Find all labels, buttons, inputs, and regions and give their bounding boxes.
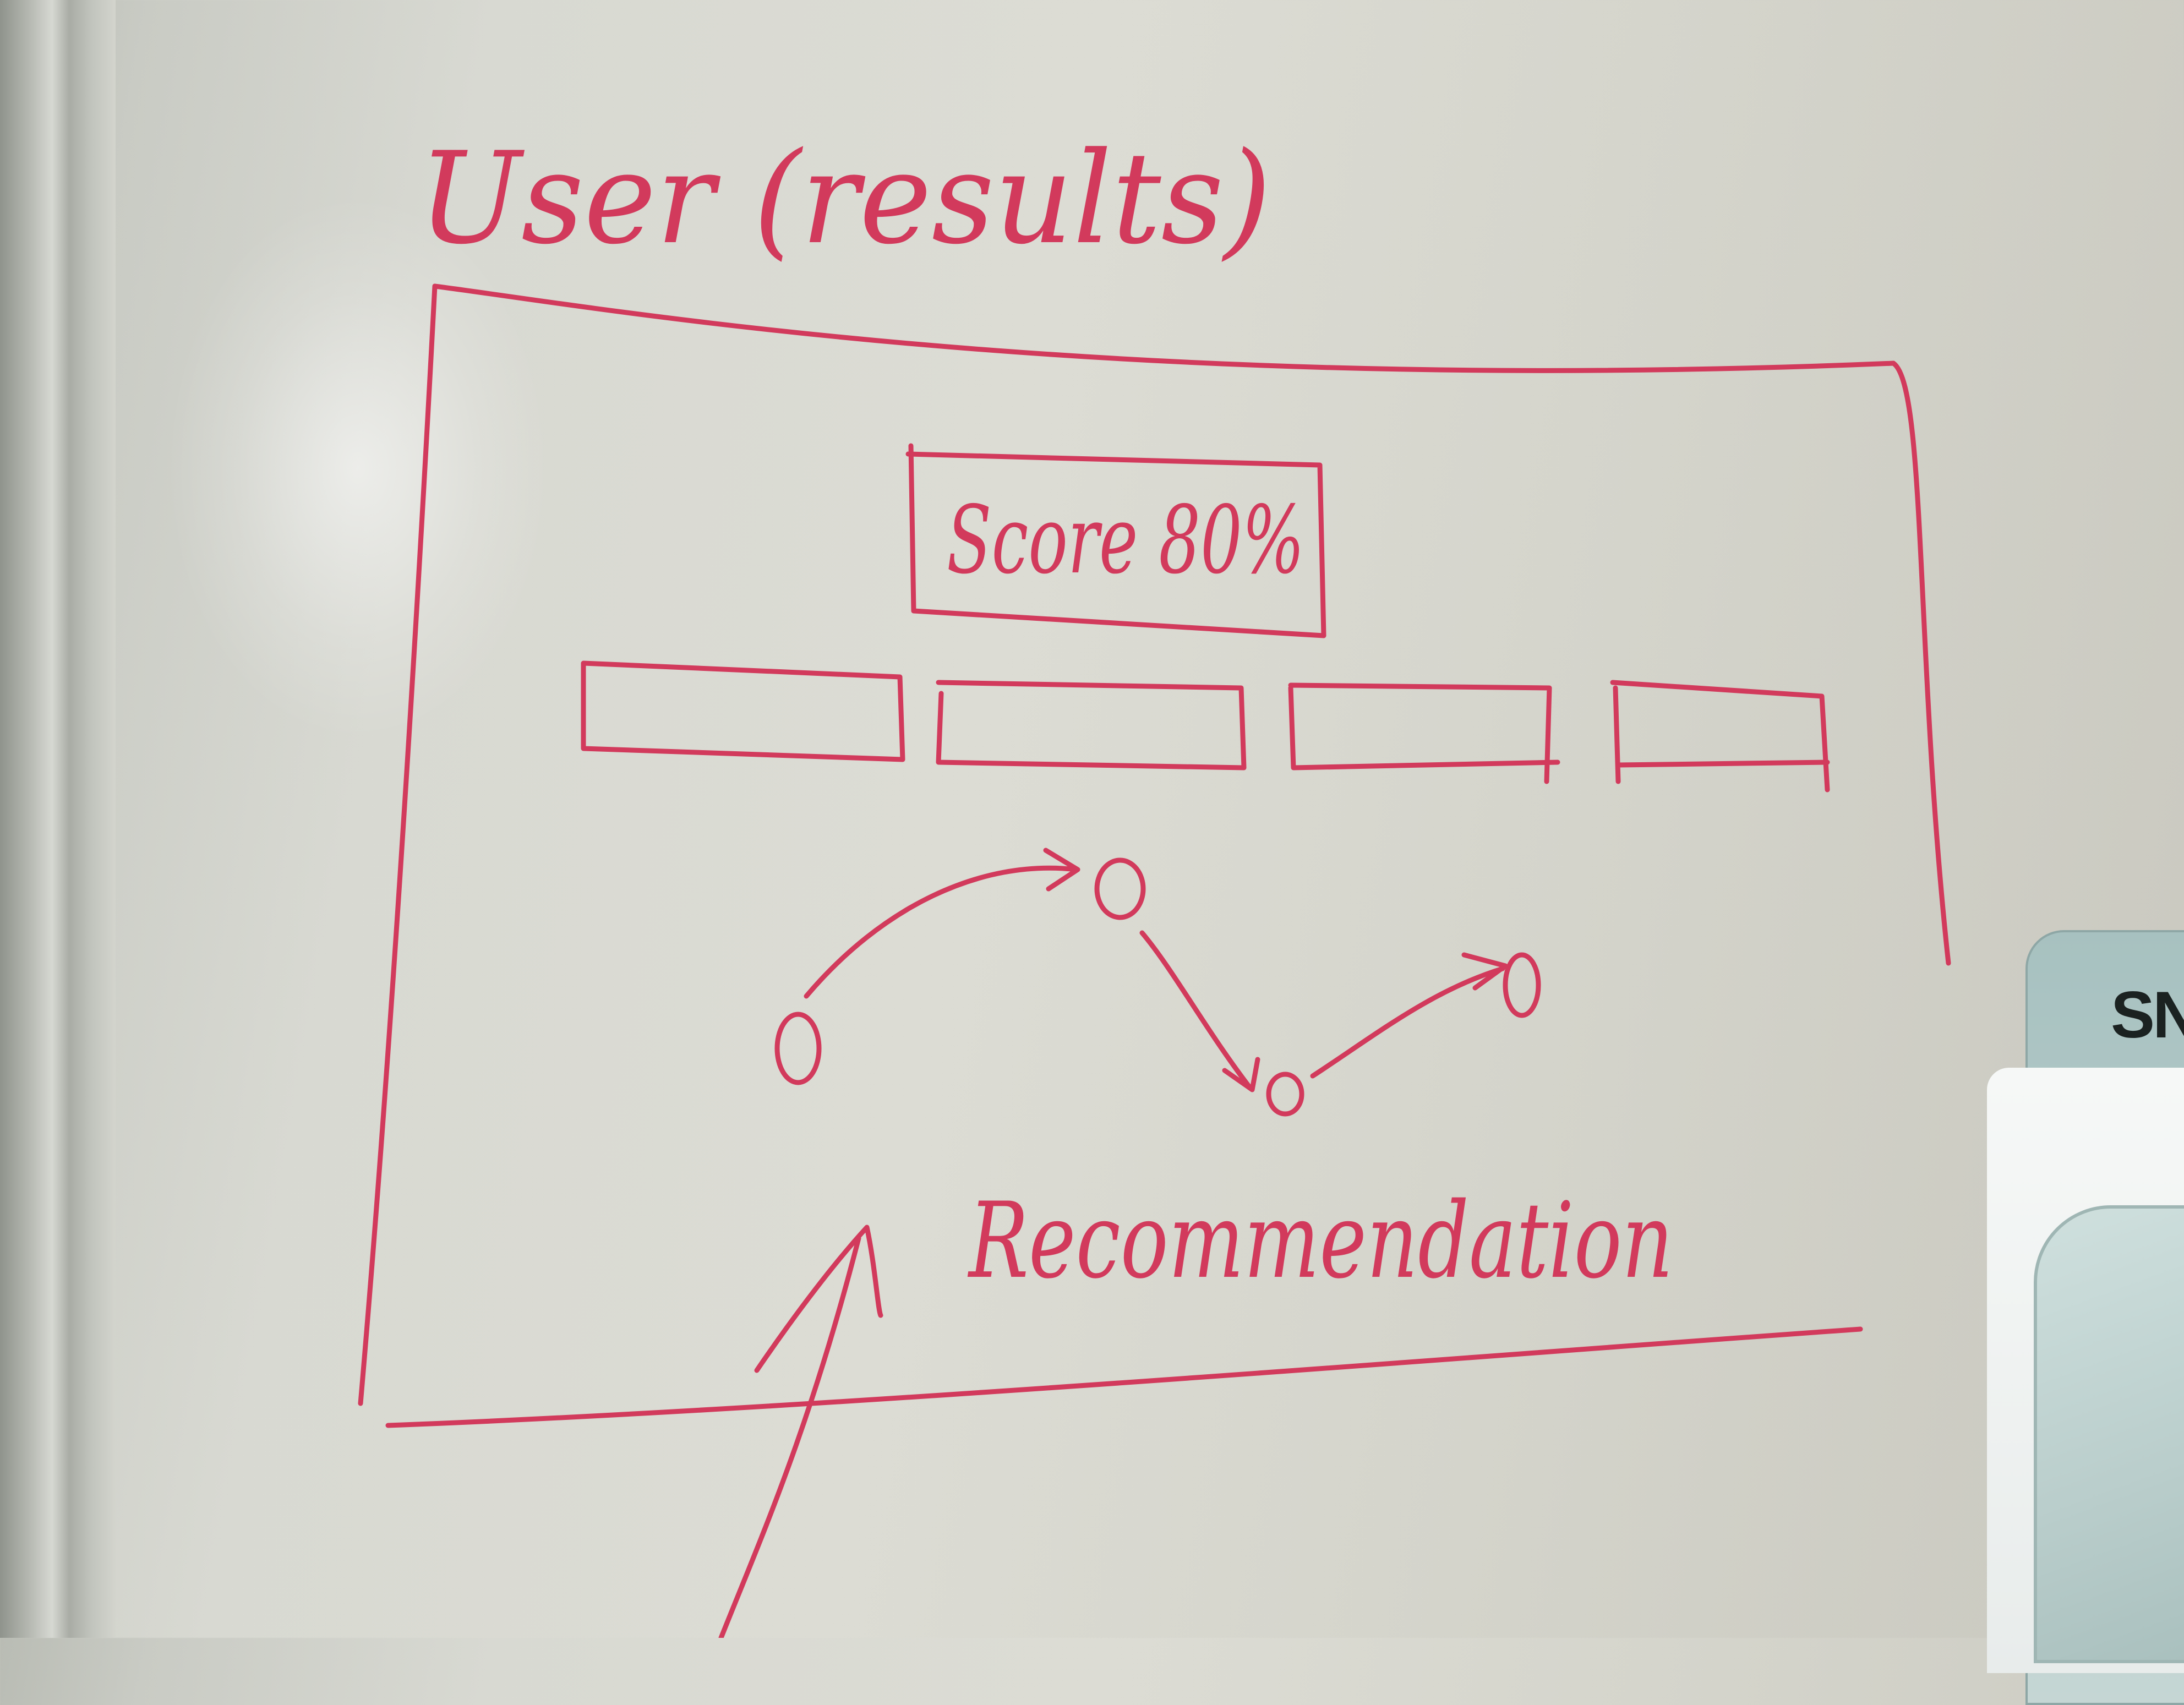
flow-arrow-3-head [1461, 952, 1508, 991]
device-brand-label: SN [2111, 978, 2184, 1052]
page-frame-left [358, 283, 438, 1406]
flow-node-1 [774, 1012, 822, 1085]
score-box [905, 443, 1326, 638]
light-glare [165, 193, 550, 743]
flow-arrow-2 [1139, 930, 1252, 1090]
page-frame-top [432, 283, 1896, 373]
score-label: Score 80% [947, 486, 1304, 595]
flow-node-2 [1094, 857, 1146, 920]
page-frame-bottom [385, 1326, 1863, 1428]
flow-arrow-2-head [1222, 1057, 1260, 1092]
board-title: User (results) [418, 125, 1271, 272]
flow-arrow-1-head [1043, 848, 1080, 892]
whiteboard-sketch: User (results) Score 80% Recommendation [358, 125, 1951, 1638]
recommendation-label: Recommendation [968, 1180, 1673, 1302]
wall-device-window [2034, 1205, 2184, 1663]
whiteboard-frame [0, 0, 116, 1638]
pointer-arrow-head [754, 1225, 883, 1373]
flow-arrow-3 [1310, 966, 1505, 1079]
page-frame-right [1891, 360, 1951, 966]
flow-node-4 [1503, 952, 1541, 1018]
result-box-2 [936, 680, 1247, 770]
pointer-arrow-shaft [718, 1236, 861, 1638]
flow-arrow-1 [804, 865, 1079, 999]
result-box-1 [581, 660, 905, 762]
result-box-3 [1288, 682, 1560, 784]
flow-node-3 [1266, 1072, 1304, 1117]
result-box-4 [1610, 680, 1830, 793]
